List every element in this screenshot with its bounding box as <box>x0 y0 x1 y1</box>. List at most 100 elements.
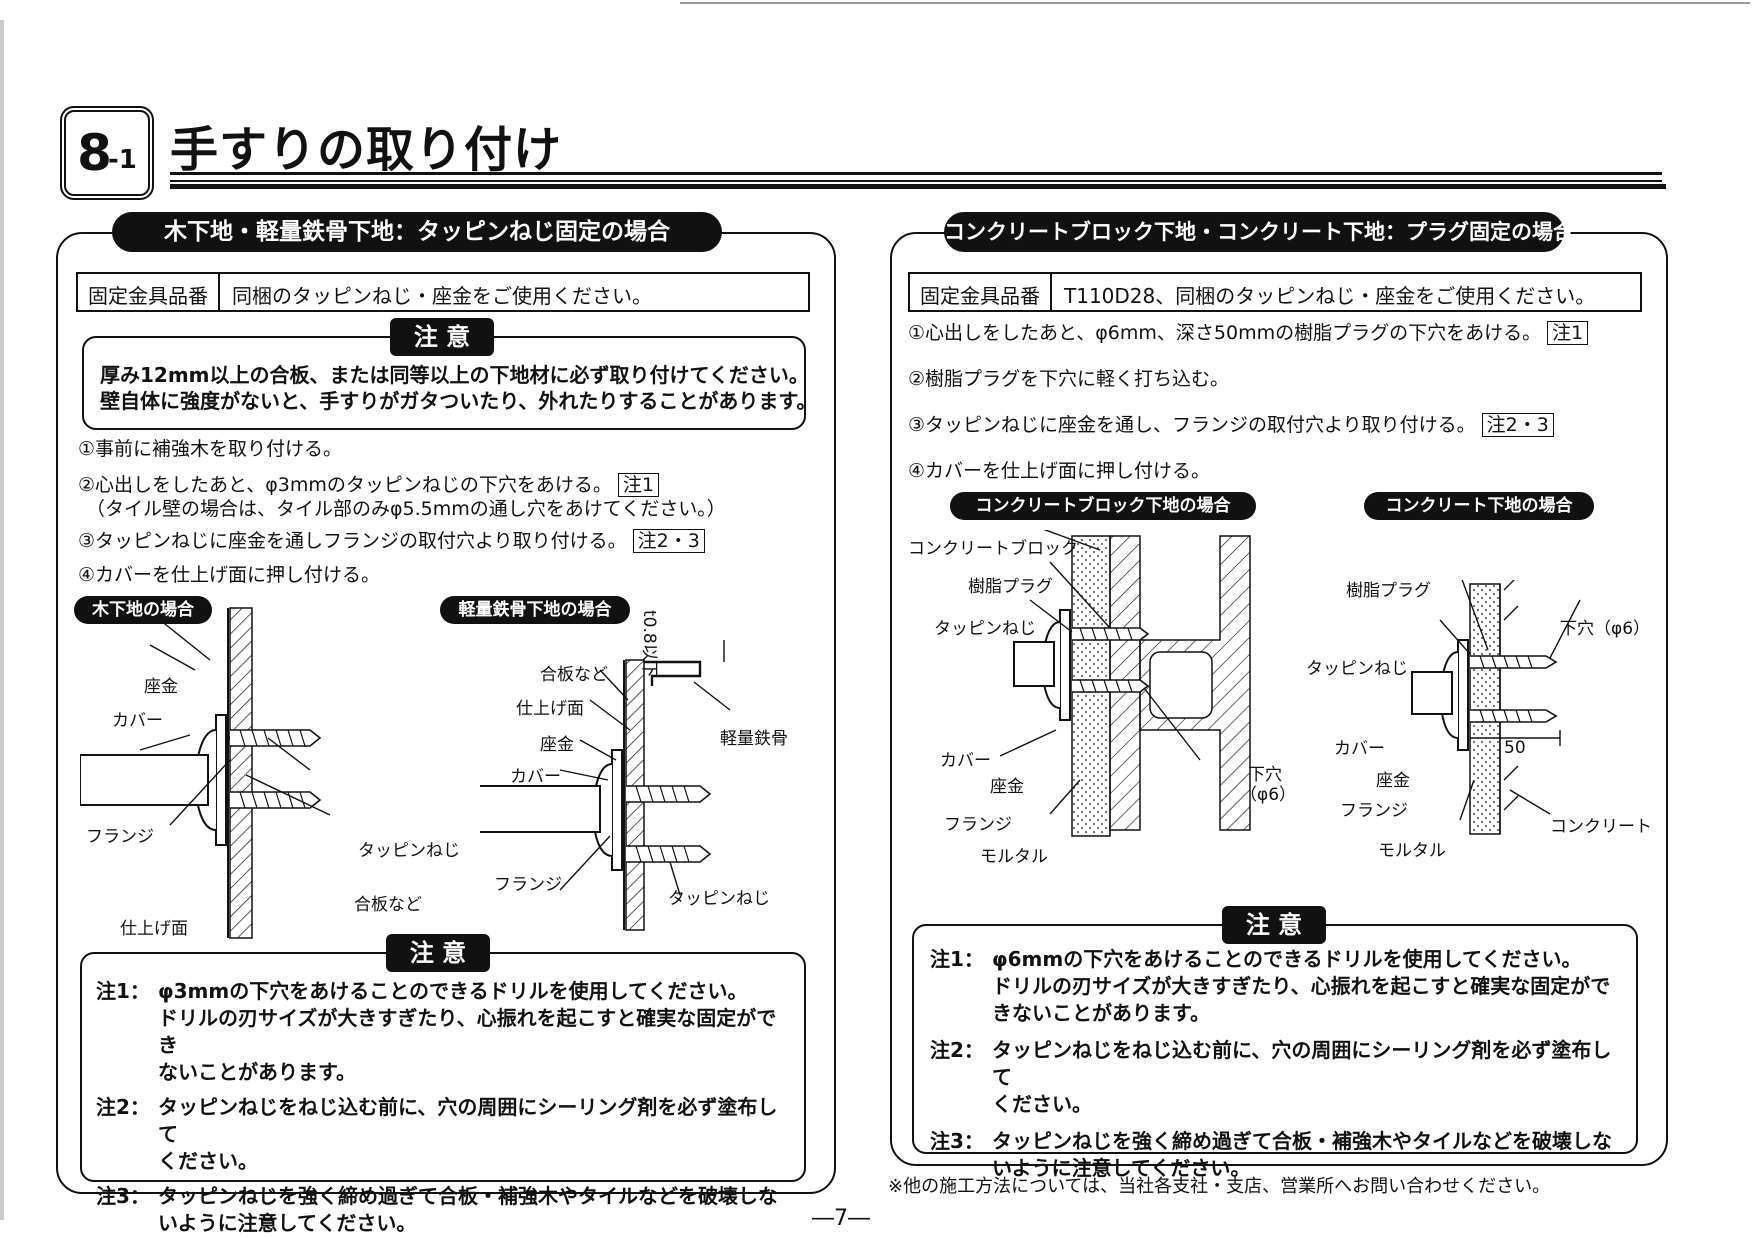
fixture-value: 同梱のタッピンねじ・座金をご使用ください。 <box>232 284 652 308</box>
left-step-2: ②心出しをしたあと、φ3mmのタッピンねじの下穴をあける。注1 <box>78 470 660 497</box>
right-fig2-label-flange: フランジ <box>1340 801 1408 821</box>
wood-base-diagram <box>80 607 331 939</box>
right-step-3-text: ③タッピンねじに座金を通し、フランジの取付穴より取り付ける。 <box>908 414 1476 436</box>
right-fixture-table: 固定金具品番 T110D28、同梱のタッピンねじ・座金をご使用ください。 <box>908 272 1642 312</box>
note-line: ドリルの刃サイズが大きすぎたり、心振れを起こすと確実な固定がで <box>992 974 1611 998</box>
right-fig1-label-hole-dia: （φ6） <box>1240 785 1297 805</box>
left-fig1-label-finish: 仕上げ面 <box>120 919 188 939</box>
left-fig1-label-zagane: 座金 <box>144 677 178 697</box>
note-key: 注2： <box>930 1038 984 1062</box>
right-step-3-ref: 注2・3 <box>1481 413 1554 437</box>
footer-note: ※他の施工方法については、当社各支社・支店、営業所へお問い合わせください。 <box>888 1176 1551 1197</box>
right-step-1-text: ①心出しをしたあと、φ6mm、深さ50mmの樹脂プラグの下穴をあける。 <box>908 322 1542 344</box>
note-body: φ3mmの下穴をあけることのできるドリルを使用してください。 ドリルの刃サイズが… <box>158 978 796 1086</box>
left-fig2-label-finish: 仕上げ面 <box>516 699 584 719</box>
right-fig2-label-screw: タッピンねじ <box>1306 659 1408 679</box>
right-fig2-label-depth: 50 <box>1504 738 1526 758</box>
left-step-2-sub: （タイル壁の場合は、タイル部のみφ5.5mmの通し穴をあけてください。） <box>86 498 726 520</box>
fixture-key: 固定金具品番 <box>78 274 220 310</box>
page-title: 手すりの取り付け <box>170 122 563 178</box>
right-fig1-label-block: コンクリートブロック <box>908 539 1078 559</box>
note-body: タッピンねじをねじ込む前に、穴の周囲にシーリング剤を必ず塗布して ください。 <box>158 1094 796 1175</box>
left-notes-title: 注 意 <box>386 934 490 972</box>
left-note-3: 注3： タッピンねじを強く締め過ぎて合板・補強木やタイルなどを破壊しな いように… <box>96 1183 796 1237</box>
light-steel-diagram <box>480 640 731 931</box>
right-note-3: 注3： タッピンねじを強く締め過ぎて合板・補強木やタイルなどを破壊しな いように… <box>930 1128 1630 1182</box>
left-fig1-label-board: 合板など <box>354 895 422 915</box>
left-panel-heading: 木下地・軽量鉄骨下地：タッピンねじ固定の場合 <box>112 212 722 252</box>
section-badge: 8-1 <box>60 106 154 200</box>
right-fig1-label-screw: タッピンねじ <box>934 619 1036 639</box>
right-fig2-label-plug: 樹脂プラグ <box>1346 581 1431 601</box>
note-line: ドリルの刃サイズが大きすぎたり、心振れを起こすと確実な固定ができ <box>158 1006 777 1057</box>
note-key: 注1： <box>930 947 984 971</box>
right-fig1-title: コンクリートブロック下地の場合 <box>950 492 1256 520</box>
left-fig2-label-screw: タッピンねじ <box>668 889 770 909</box>
note-line: タッピンねじを強く締め過ぎて合板・補強木やタイルなどを破壊しな <box>158 1184 778 1208</box>
left-caution-line-1: 厚み12mm以上の合板、または同等以上の下地材に必ず取り付けてください。 <box>100 363 809 387</box>
note-body: タッピンねじをねじ込む前に、穴の周囲にシーリング剤を必ず塗布して ください。 <box>992 1037 1630 1118</box>
note-line: きないことがあります。 <box>992 1001 1210 1025</box>
right-fig2-label-zagane: 座金 <box>1376 771 1410 791</box>
note-line: ないことがあります。 <box>158 1060 356 1084</box>
left-step-3-ref: 注2・3 <box>632 529 705 553</box>
left-fig1-label-screw: タッピンねじ <box>358 841 460 861</box>
note-line: ください。 <box>158 1149 258 1173</box>
right-fig1-label-zagane: 座金 <box>990 777 1024 797</box>
right-fig1-label-cover: カバー <box>940 751 991 771</box>
title-underline-shadow <box>170 184 1666 189</box>
left-fig2-label-thickness: t0.8以下 <box>639 610 659 678</box>
note-key: 注3： <box>930 1129 984 1153</box>
note-key: 注1： <box>96 979 150 1003</box>
left-step-4: ④カバーを仕上げ面に押し付ける。 <box>78 564 381 586</box>
left-step-2-text: ②心出しをしたあと、φ3mmのタッピンねじの下穴をあける。 <box>78 474 612 496</box>
left-fig2-label-steel: 軽量鉄骨 <box>720 729 788 749</box>
right-fig1-label-hole: 下穴 <box>1248 765 1282 785</box>
note-line: ください。 <box>992 1092 1092 1116</box>
left-fig1-title: 木下地の場合 <box>74 596 212 624</box>
note-line: いように注意してください。 <box>992 1156 1251 1180</box>
top-rule <box>680 2 1750 4</box>
note-key: 注2： <box>96 1095 150 1119</box>
left-fig1-label-flange: フランジ <box>86 827 154 847</box>
left-edge-rule <box>0 20 4 1220</box>
concrete-diagram <box>1411 580 1581 835</box>
left-fig2-label-cover: カバー <box>510 767 561 787</box>
right-fig2-label-mortar: モルタル <box>1378 841 1446 861</box>
left-step-3: ③タッピンねじに座金を通しフランジの取付穴より取り付ける。注2・3 <box>78 526 705 553</box>
page-number: ―7― <box>812 1206 870 1231</box>
right-step-4: ④カバーを仕上げ面に押し付ける。 <box>908 460 1211 482</box>
right-step-3: ③タッピンねじに座金を通し、フランジの取付穴より取り付ける。注2・3 <box>908 410 1554 437</box>
right-panel-heading: コンクリートブロック下地・コンクリート下地：プラグ固定の場合 <box>944 212 1574 252</box>
left-fig2-title: 軽量鉄骨下地の場合 <box>440 596 630 624</box>
right-fig2-label-concrete: コンクリート <box>1550 817 1652 837</box>
left-step-3-text: ③タッピンねじに座金を通しフランジの取付穴より取り付ける。 <box>78 530 627 552</box>
right-fig2-label-hole: 下穴（φ6） <box>1560 619 1651 639</box>
left-step-1: ①事前に補強木を取り付ける。 <box>78 438 343 460</box>
right-fig2-title: コンクリート下地の場合 <box>1364 492 1594 520</box>
right-fig1-label-mortar: モルタル <box>980 847 1048 867</box>
section-sub-number: -1 <box>107 145 137 175</box>
note-line: タッピンねじをねじ込む前に、穴の周囲にシーリング剤を必ず塗布して <box>992 1038 1612 1089</box>
note-body: タッピンねじを強く締め過ぎて合板・補強木やタイルなどを破壊しな いように注意して… <box>992 1128 1612 1182</box>
right-fig2-label-cover: カバー <box>1334 739 1385 759</box>
left-step-2-ref: 注1 <box>617 473 660 497</box>
note-body: タッピンねじを強く締め過ぎて合板・補強木やタイルなどを破壊しな いように注意して… <box>158 1183 778 1237</box>
note-key: 注3： <box>96 1184 150 1208</box>
right-fig1-label-flange: フランジ <box>944 815 1012 835</box>
note-line: タッピンねじをねじ込む前に、穴の周囲にシーリング剤を必ず塗布して <box>158 1095 778 1146</box>
note-body: φ6mmの下穴をあけることのできるドリルを使用してください。 ドリルの刃サイズが… <box>992 946 1610 1027</box>
right-notes-list: 注1： φ6mmの下穴をあけることのできるドリルを使用してください。 ドリルの刃… <box>930 946 1630 1182</box>
left-note-1: 注1： φ3mmの下穴をあけることのできるドリルを使用してください。 ドリルの刃… <box>96 978 796 1086</box>
left-notes-list: 注1： φ3mmの下穴をあけることのできるドリルを使用してください。 ドリルの刃… <box>96 978 796 1237</box>
section-number: 8 <box>77 124 112 182</box>
left-fixture-table: 固定金具品番 同梱のタッピンねじ・座金をご使用ください。 <box>76 272 810 312</box>
right-note-2: 注2： タッピンねじをねじ込む前に、穴の周囲にシーリング剤を必ず塗布して くださ… <box>930 1037 1630 1118</box>
left-top-caution-title: 注 意 <box>390 318 494 356</box>
left-fig2-label-flange: フランジ <box>494 875 562 895</box>
right-note-1: 注1： φ6mmの下穴をあけることのできるドリルを使用してください。 ドリルの刃… <box>930 946 1630 1027</box>
right-step-1: ①心出しをしたあと、φ6mm、深さ50mmの樹脂プラグの下穴をあける。注1 <box>908 318 1589 345</box>
title-underline <box>170 172 1662 182</box>
left-caution-line-2: 壁自体に強度がないと、手すりがガタついたり、外れたりすることがあります。 <box>100 389 817 413</box>
concrete-block-diagram <box>1000 530 1251 837</box>
